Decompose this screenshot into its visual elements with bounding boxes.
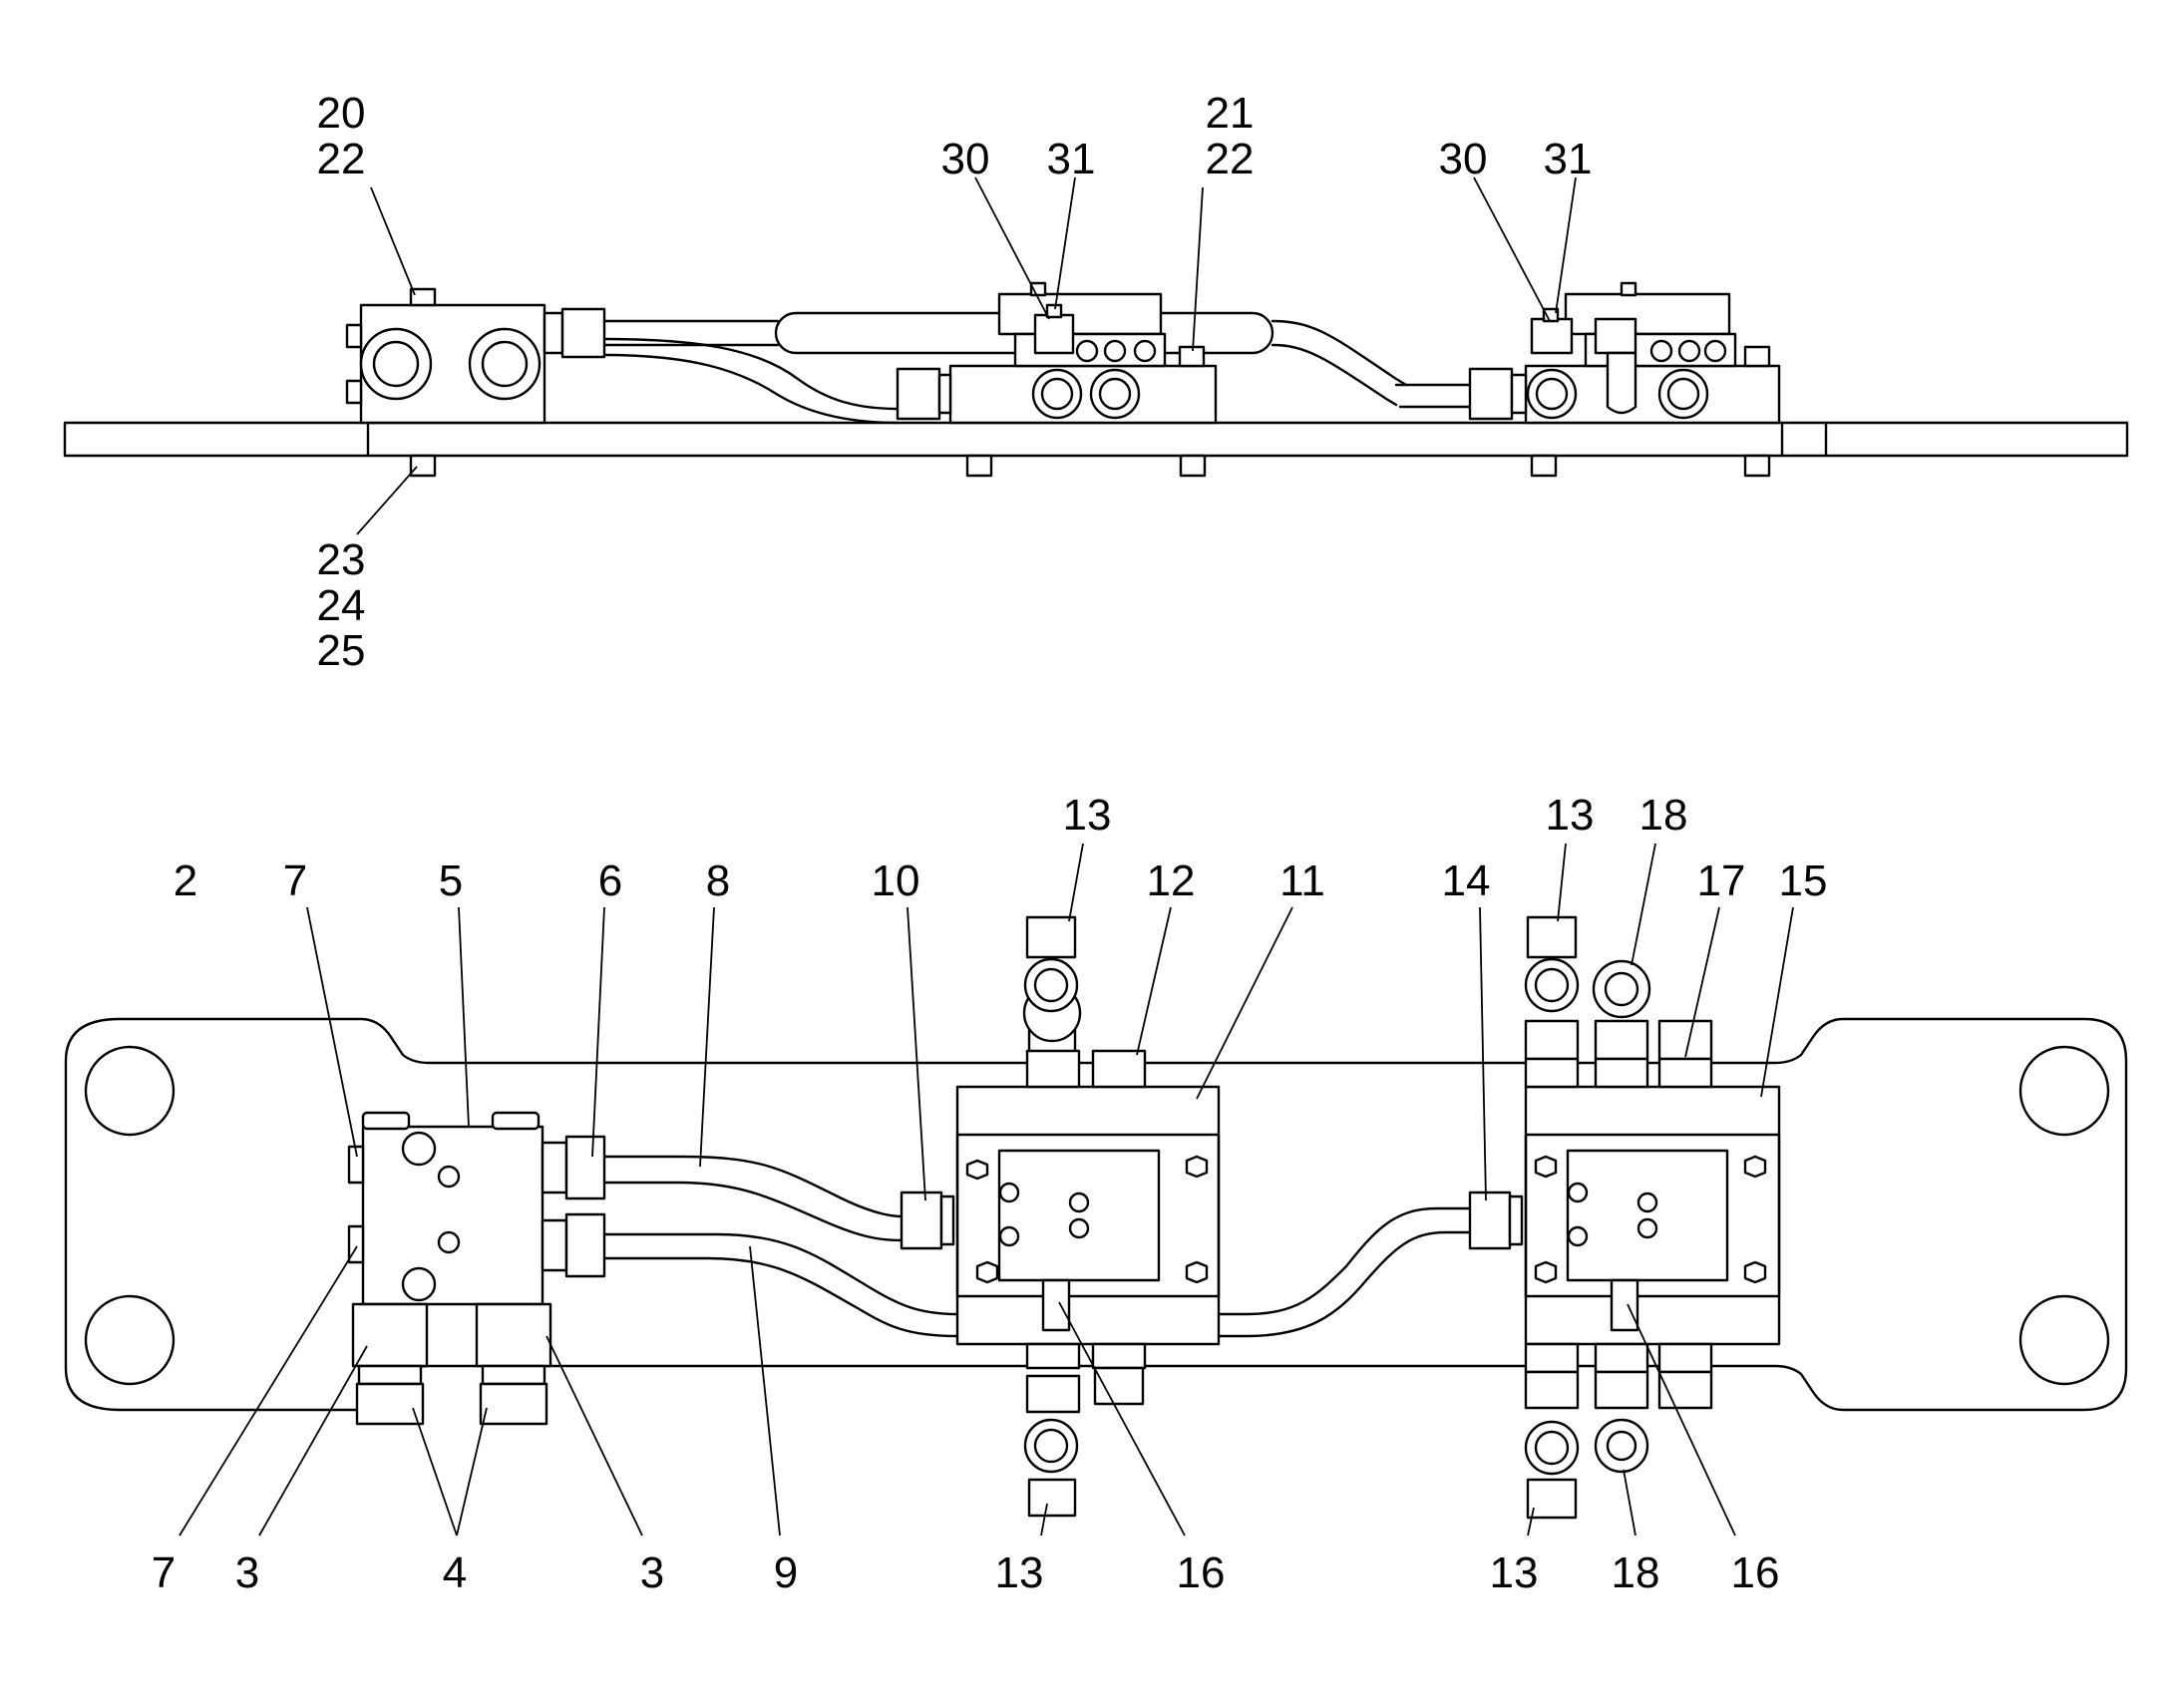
side-manifold-middle	[896, 281, 1218, 425]
callout-6: 6	[598, 856, 622, 905]
side-valve-block-left	[345, 287, 606, 425]
callout-22: 22	[1206, 135, 1255, 183]
callout-13: 13	[1490, 1548, 1539, 1597]
callout-21: 21	[1206, 89, 1255, 138]
tube-8	[600, 1155, 904, 1218]
callout-30: 30	[1439, 135, 1488, 183]
callout-2: 2	[174, 856, 197, 905]
callout-14: 14	[1442, 856, 1491, 905]
fitting-10	[900, 1191, 943, 1250]
callout-12: 12	[1147, 856, 1196, 905]
mount-hole	[2018, 1045, 2110, 1137]
side-tube-9	[602, 337, 900, 411]
callout-4: 4	[443, 1548, 467, 1597]
callout-9: 9	[774, 1548, 798, 1597]
callout-8: 8	[706, 856, 730, 905]
callout-17: 17	[1697, 856, 1746, 905]
callout-31: 31	[1047, 135, 1096, 183]
callout-23: 23	[317, 535, 366, 584]
callout-5: 5	[439, 856, 463, 905]
callout-30: 30	[941, 135, 990, 183]
callout-22: 22	[317, 135, 366, 183]
callout-11: 11	[1279, 856, 1325, 905]
callout-25: 25	[317, 626, 366, 675]
callout-10: 10	[872, 856, 920, 905]
mount-hole	[84, 1045, 176, 1137]
mount-hole	[84, 1294, 176, 1386]
callout-3: 3	[640, 1548, 664, 1597]
callout-13: 13	[1063, 791, 1112, 840]
callout-15: 15	[1779, 856, 1828, 905]
side-bolts	[409, 454, 1771, 478]
callout-18: 18	[1639, 791, 1688, 840]
callout-20: 20	[317, 89, 366, 138]
callout-13: 13	[995, 1548, 1044, 1597]
side-manifold-right	[1468, 281, 1781, 425]
callout-24: 24	[317, 581, 366, 630]
callout-31: 31	[1544, 135, 1593, 183]
mount-hole	[2018, 1294, 2110, 1386]
top-view: 2 7 5 6 8 10 13 12 11 14 13 18 17 15 7 3…	[64, 791, 2128, 1597]
fitting-14	[1468, 1191, 1512, 1250]
callout-3: 3	[235, 1548, 259, 1597]
manifold-11	[955, 915, 1221, 1518]
side-view: 20 22 21 22 30 31 30 31 23 24 25	[63, 89, 2129, 675]
side-base-plate	[63, 421, 2129, 458]
manifold-15	[1524, 915, 1781, 1520]
callout-16: 16	[1731, 1548, 1780, 1597]
callout-16: 16	[1177, 1548, 1226, 1597]
callout-13: 13	[1546, 791, 1595, 840]
callout-7: 7	[152, 1548, 176, 1597]
valve-block-5	[347, 1111, 606, 1426]
callout-18: 18	[1612, 1548, 1660, 1597]
side-tube-upper	[602, 319, 780, 347]
callout-7: 7	[283, 856, 307, 905]
